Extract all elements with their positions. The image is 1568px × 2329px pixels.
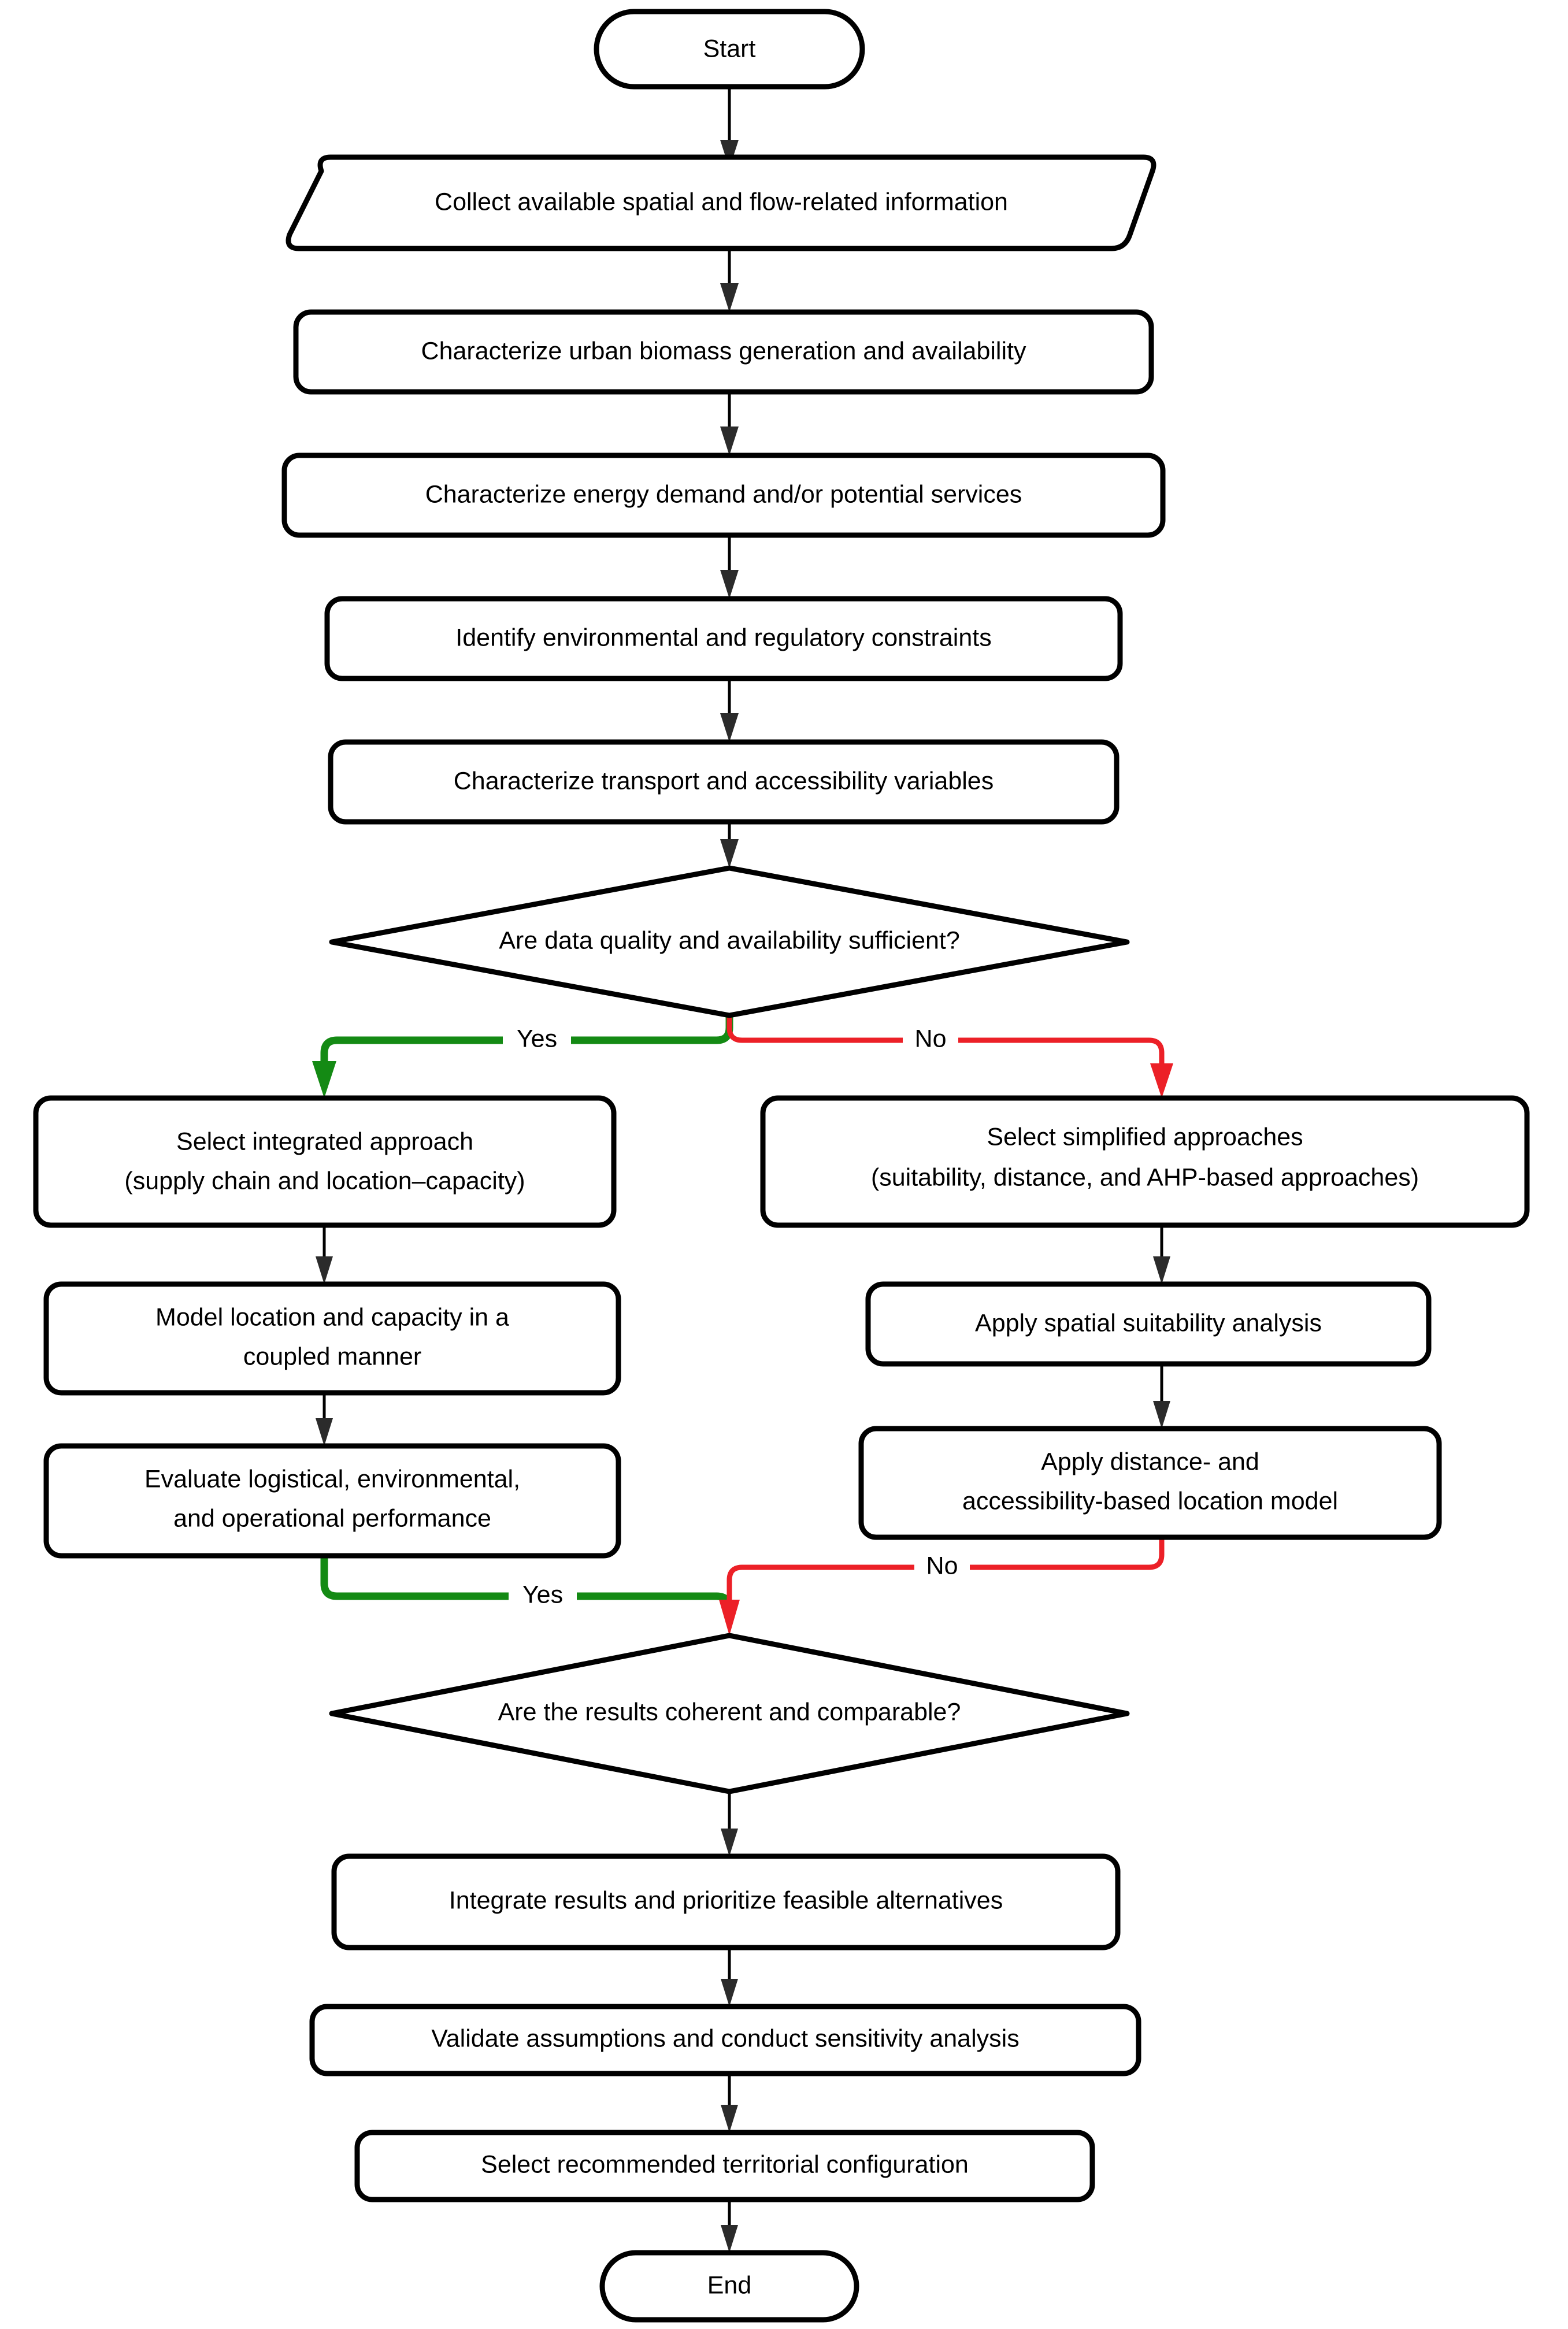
edge-biomass-to-energy: [720, 392, 739, 455]
node-start-label: Start: [703, 35, 756, 62]
node-characterize-energy-demand[interactable]: Characterize energy demand and/or potent…: [281, 453, 1166, 538]
edge-suitability-to-distance: [1153, 1364, 1170, 1429]
node-simplified-line2: (suitability, distance, and AHP-based ap…: [871, 1163, 1419, 1191]
node-decision1-label: Are data quality and availability suffic…: [499, 926, 960, 954]
edge-start-to-collect: [720, 87, 739, 169]
edge-collect-to-biomass: [720, 249, 739, 312]
node-transport-label: Characterize transport and accessibility…: [454, 767, 994, 795]
edge-decision2-to-integrate: [721, 1792, 738, 1856]
node-integrate-label: Integrate results and prioritize feasibl…: [449, 1886, 1003, 1914]
edge-select-to-end: [721, 2200, 738, 2253]
edge-label-decision2-yes: Yes: [509, 1578, 577, 1615]
node-integrated-line1: Select integrated approach: [176, 1128, 473, 1155]
node-integrate-results[interactable]: Integrate results and prioritize feasibl…: [331, 1853, 1121, 1950]
node-identify-constraints[interactable]: Identify environmental and regulatory co…: [324, 596, 1123, 681]
node-start[interactable]: Start: [594, 9, 865, 90]
edge-energy-to-constraints: [720, 535, 739, 599]
node-energy-label: Characterize energy demand and/or potent…: [425, 480, 1022, 508]
node-end-label: End: [707, 2271, 752, 2299]
node-characterize-transport[interactable]: Characterize transport and accessibility…: [328, 739, 1120, 825]
node-apply-distance-model[interactable]: Apply distance- and accessibility-based …: [858, 1426, 1442, 1540]
node-decision-data-quality[interactable]: Are data quality and availability suffic…: [329, 865, 1130, 1018]
node-biomass-label: Characterize urban biomass generation an…: [421, 337, 1026, 365]
node-characterize-biomass[interactable]: Characterize urban biomass generation an…: [293, 309, 1154, 395]
node-end[interactable]: End: [599, 2250, 859, 2323]
edge-validate-to-select: [721, 2074, 738, 2133]
node-integrated-line2: (supply chain and location–capacity): [124, 1167, 525, 1195]
node-select-simplified-approaches[interactable]: Select simplified approaches (suitabilit…: [760, 1095, 1530, 1228]
node-suitability-label: Apply spatial suitability analysis: [975, 1309, 1322, 1337]
node-distance-line2: accessibility-based location model: [962, 1487, 1338, 1515]
node-simplified-line1: Select simplified approaches: [987, 1123, 1303, 1151]
edge-label-no-1-text: No: [915, 1025, 947, 1052]
node-validate-label: Validate assumptions and conduct sensiti…: [431, 2024, 1019, 2052]
node-select-configuration[interactable]: Select recommended territorial configura…: [354, 2130, 1095, 2202]
edge-integrate-to-validate: [721, 1948, 738, 2007]
edge-label-yes-1-text: Yes: [517, 1025, 557, 1052]
node-model-line2: coupled manner: [243, 1342, 421, 1370]
node-distance-line1: Apply distance- and: [1041, 1448, 1259, 1475]
edge-label-no-2-text: No: [926, 1552, 958, 1579]
edge-label-decision1-no: No: [903, 1022, 958, 1059]
node-select-config-label: Select recommended territorial configura…: [481, 2150, 969, 2178]
edge-label-yes-2-text: Yes: [522, 1581, 563, 1608]
edge-constraints-to-transport: [720, 678, 739, 742]
node-evaluate-line2: and operational performance: [173, 1504, 491, 1532]
node-evaluate-performance[interactable]: Evaluate logistical, environmental, and …: [43, 1443, 621, 1559]
edge-label-decision1-yes: Yes: [503, 1022, 571, 1059]
node-evaluate-line1: Evaluate logistical, environmental,: [144, 1465, 520, 1493]
node-constraints-label: Identify environmental and regulatory co…: [455, 624, 991, 651]
node-collect-information[interactable]: Collect available spatial and flow-relat…: [286, 154, 1156, 251]
edge-label-decision2-no: No: [914, 1549, 970, 1586]
edge-integrated-to-model: [316, 1225, 333, 1284]
node-decision2-label: Are the results coherent and comparable?: [498, 1698, 961, 1726]
node-decision-results-coherent[interactable]: Are the results coherent and comparable?: [329, 1633, 1130, 1794]
node-validate-assumptions[interactable]: Validate assumptions and conduct sensiti…: [309, 2004, 1141, 2076]
node-select-integrated-approach[interactable]: Select integrated approach (supply chain…: [33, 1095, 617, 1228]
node-model-line1: Model location and capacity in a: [155, 1303, 509, 1331]
node-apply-spatial-suitability[interactable]: Apply spatial suitability analysis: [865, 1281, 1432, 1367]
edge-simplified-to-suitability: [1153, 1225, 1170, 1284]
edge-model-to-evaluate: [316, 1393, 333, 1446]
edge-transport-to-decision1: [720, 822, 739, 868]
node-model-location-capacity[interactable]: Model location and capacity in a coupled…: [43, 1281, 621, 1396]
node-collect-label: Collect available spatial and flow-relat…: [435, 188, 1008, 216]
